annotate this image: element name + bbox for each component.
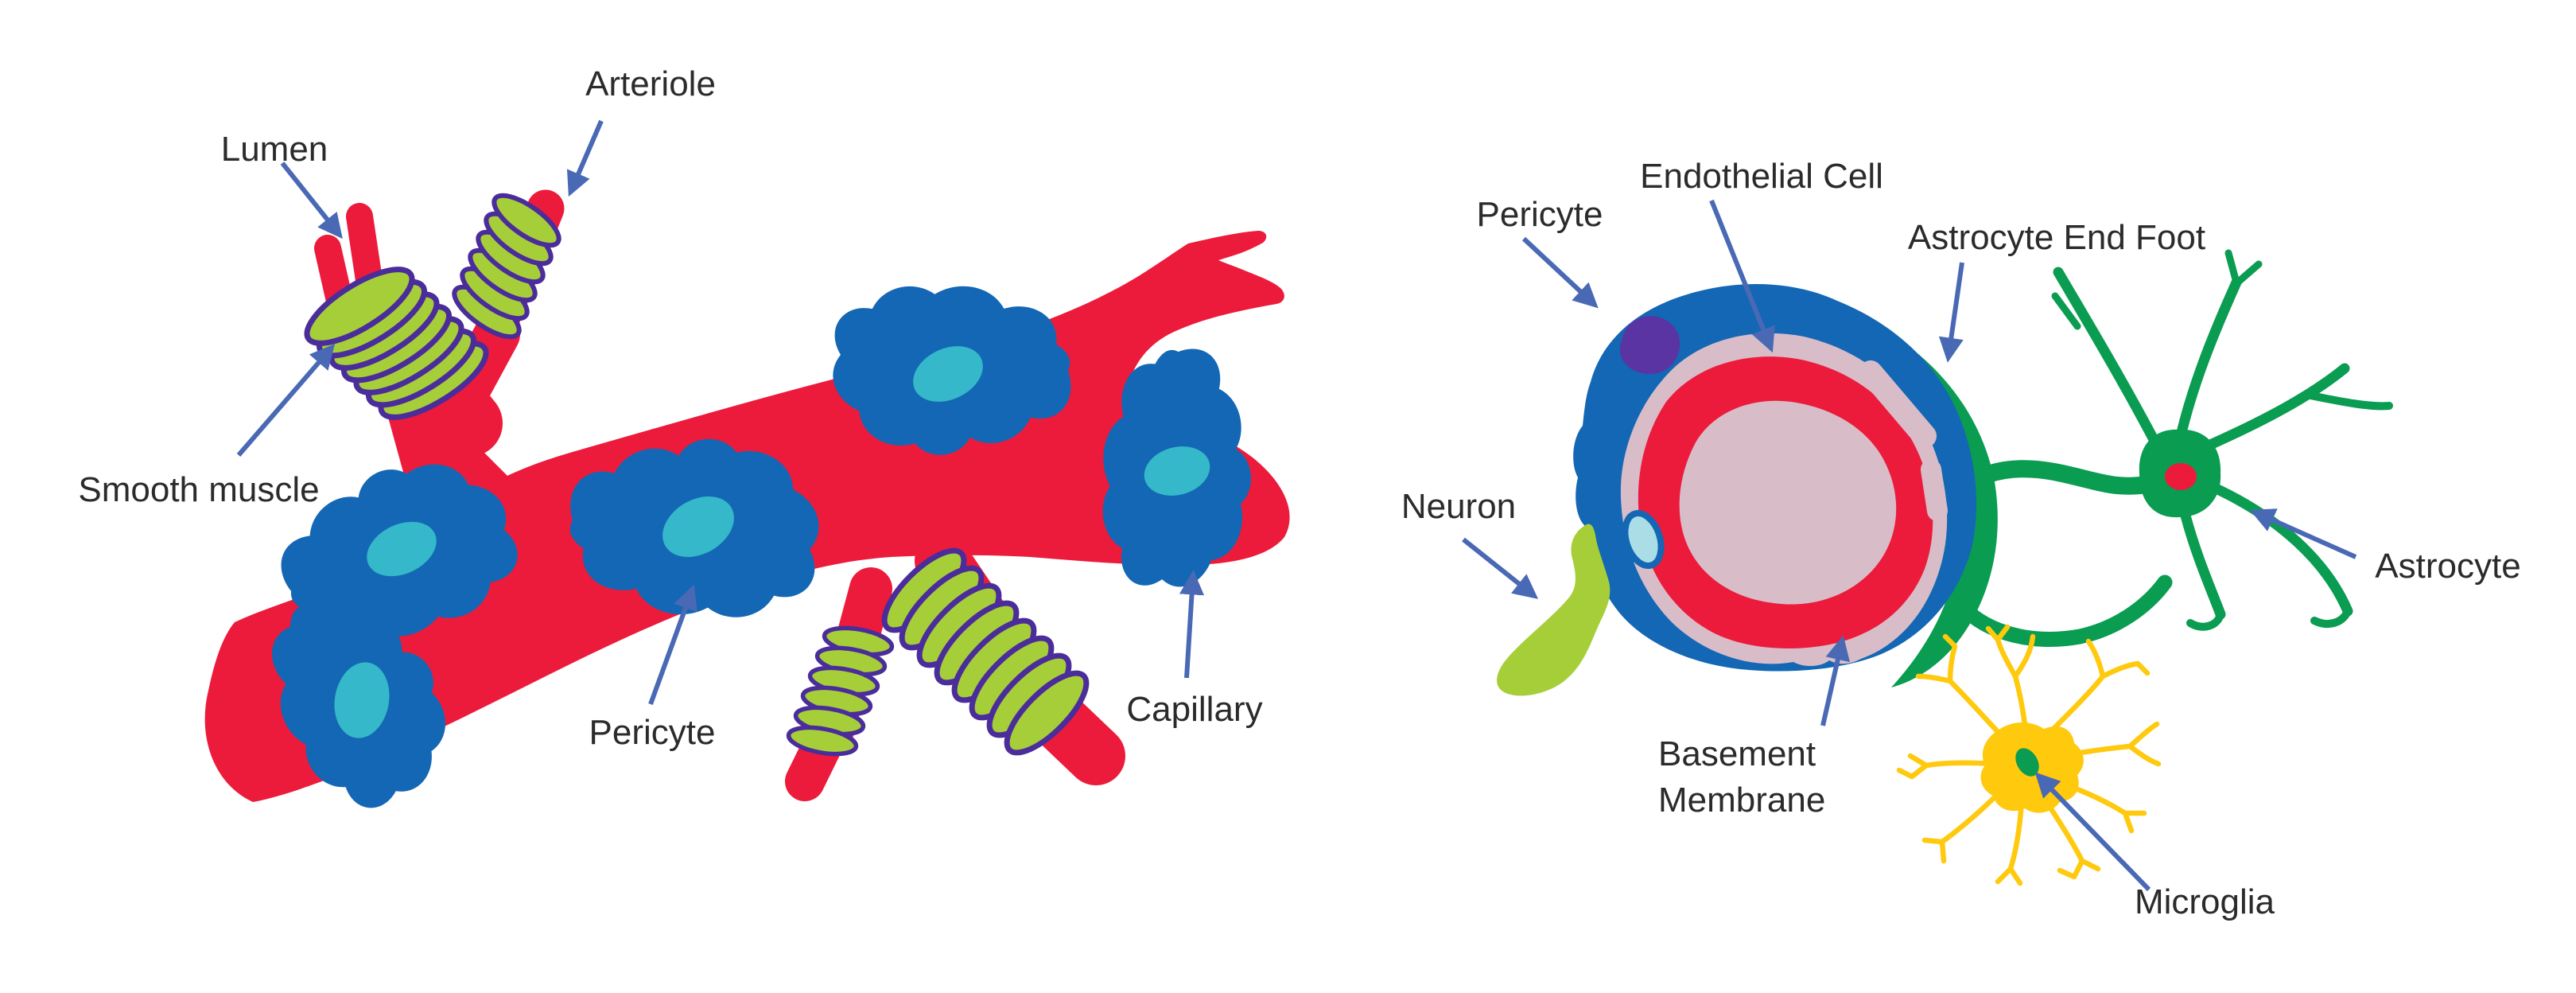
pericyte-nucleus [367,521,437,577]
astrocyte-arrow [2249,508,2357,559]
basement-membrane-label-line1: Basement [1658,734,1816,773]
right-panel-cross-section-diagram: Pericyte Endothelial Cell Astrocyte End … [1401,157,2521,921]
endothelial-cell-label: Endothelial Cell [1640,157,1883,196]
lumen-arrow [280,162,343,239]
endothelial-gap [1921,459,1948,521]
neuron-arrow [1462,537,1539,599]
basement-membrane-label-line2: Membrane [1658,781,1825,820]
smooth-muscle-coil-large [304,267,489,420]
arteriole-label: Arteriole [585,64,716,103]
endothelial-cell-arrow [1709,199,1775,353]
pericyte-nucleus [334,662,390,738]
endothelial-nucleus [1622,510,1665,569]
lumen-label: Lumen [221,130,328,169]
smooth-muscle-coil-stub-large [881,547,1090,756]
end-foot-arm-lower [1950,574,2173,647]
microglia-label: Microglia [2135,882,2275,921]
pericyte-nucleus [1144,446,1210,496]
capillary-arrow [1179,570,1205,679]
smooth-muscle-arrow [236,344,336,457]
arteriole-arrow [566,119,604,197]
pericyte-left-arrow [648,584,697,706]
neuron-label: Neuron [1401,487,1516,526]
pericyte-nucleus [662,496,734,557]
pericyte-left-label: Pericyte [589,713,716,752]
astrocyte-end-foot-arrow [1938,262,1964,363]
left-panel-vessel-diagram: Lumen Arteriole Smooth muscle Pericyte C… [78,64,1290,828]
neuron-cell [1497,524,1610,696]
left-panel-annotations [236,119,1205,706]
microglia-nucleus [2015,748,2039,777]
smooth-muscle-coil-arteriole [452,193,561,340]
right-panel-annotations [1462,199,2357,892]
basement-membrane-arrow [1820,635,1851,726]
microglia-arrow [2034,772,2151,892]
astrocyte-branches [2051,249,2393,631]
microglia-branches [1896,624,2162,886]
astrocyte-nucleus [2165,463,2197,490]
vessel-lumen-interior [1679,400,1897,605]
smooth-muscle-label: Smooth muscle [78,470,319,509]
pericyte-nucleus-purple [1619,316,1680,375]
astrocyte-label: Astrocyte [2375,547,2520,586]
capillary-label: Capillary [1126,690,1262,729]
pericyte-right-label: Pericyte [1477,195,1603,234]
astrocyte-end-foot-label: Astrocyte End Foot [1908,218,2205,257]
endothelial-gap [1859,360,1937,448]
smooth-muscle-coil-stub-small [786,625,895,757]
pericyte-right-arrow [1521,236,1599,309]
pericyte-nucleus [913,346,983,402]
pericyte-cells [242,275,1262,828]
